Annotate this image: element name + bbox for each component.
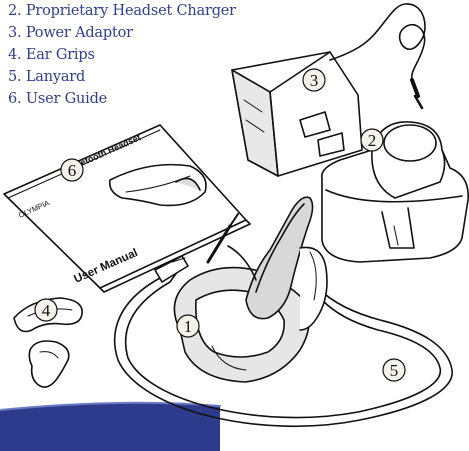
callout-1-label: 1 [184,317,193,336]
callout-1: 1 [177,315,199,337]
callout-6-label: 6 [68,161,77,180]
callout-4: 4 [35,299,57,321]
callout-6: 6 [61,159,83,181]
callout-2: 2 [361,129,383,151]
callout-4-label: 4 [42,301,51,320]
callout-5: 5 [383,359,405,381]
callout-3: 3 [303,69,325,91]
callout-3-label: 3 [310,71,319,90]
user-manual-illustration: OLYMPIA etooth Headset User Manual [4,125,250,292]
callout-5-label: 5 [390,361,399,380]
callout-2-label: 2 [368,131,377,150]
